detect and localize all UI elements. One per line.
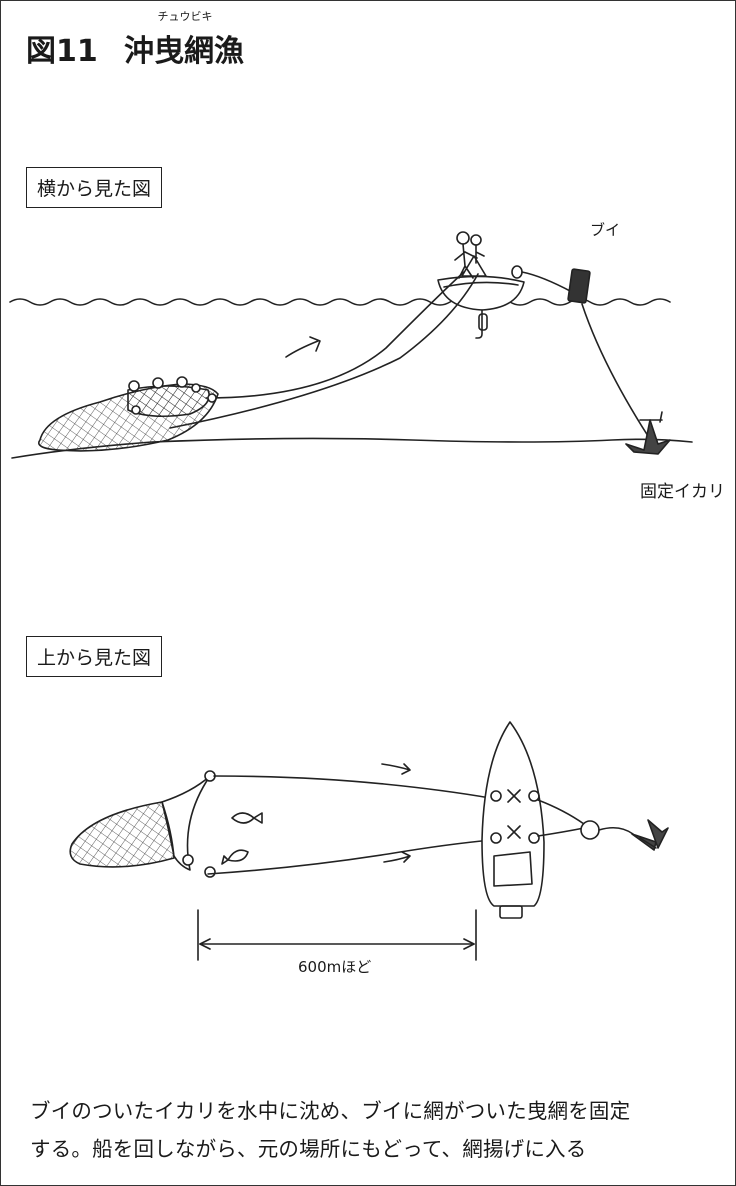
anchor-label: 固定イカリ bbox=[640, 477, 725, 502]
fish-2 bbox=[222, 850, 248, 864]
distance-label: 600mほど bbox=[298, 956, 371, 977]
net-top bbox=[70, 771, 215, 877]
dimension-line bbox=[198, 910, 476, 960]
caption-line-2: する。船を回しながら、元の場所にもどって、網揚げに入る bbox=[30, 1130, 720, 1168]
anchor-side bbox=[626, 412, 670, 454]
wing-lower bbox=[208, 840, 492, 874]
fish-1 bbox=[232, 813, 262, 823]
boat-top bbox=[482, 722, 544, 918]
buoy-label: ブイ bbox=[590, 219, 620, 240]
motion-arrow-side bbox=[286, 337, 320, 357]
wing-upper bbox=[214, 776, 490, 798]
buoy-top bbox=[581, 821, 599, 839]
motion-arrow-top-1 bbox=[382, 764, 410, 774]
anchor-top bbox=[632, 820, 668, 850]
caption-line-1: ブイのついたイカリを水中に沈め、ブイに網がついた曳網を固定 bbox=[30, 1092, 720, 1130]
caption: ブイのついたイカリを水中に沈め、ブイに網がついた曳網を固定 する。船を回しながら… bbox=[30, 1092, 720, 1168]
tow-line-upper bbox=[206, 272, 464, 398]
buoy-side bbox=[568, 269, 590, 303]
tow-line-lower bbox=[170, 274, 478, 428]
